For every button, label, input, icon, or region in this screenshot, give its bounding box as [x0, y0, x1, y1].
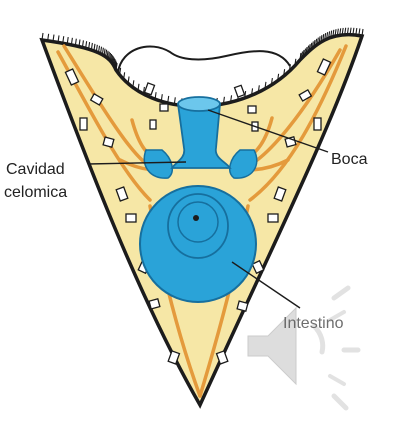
stomach — [140, 186, 256, 302]
label-boca: Boca — [331, 150, 367, 169]
label-cavidad-line2: celomica — [4, 183, 67, 202]
label-cavidad-line1: Cavidad — [6, 160, 65, 179]
label-intestino: Intestino — [283, 314, 343, 333]
speaker-icon[interactable] — [248, 288, 358, 408]
